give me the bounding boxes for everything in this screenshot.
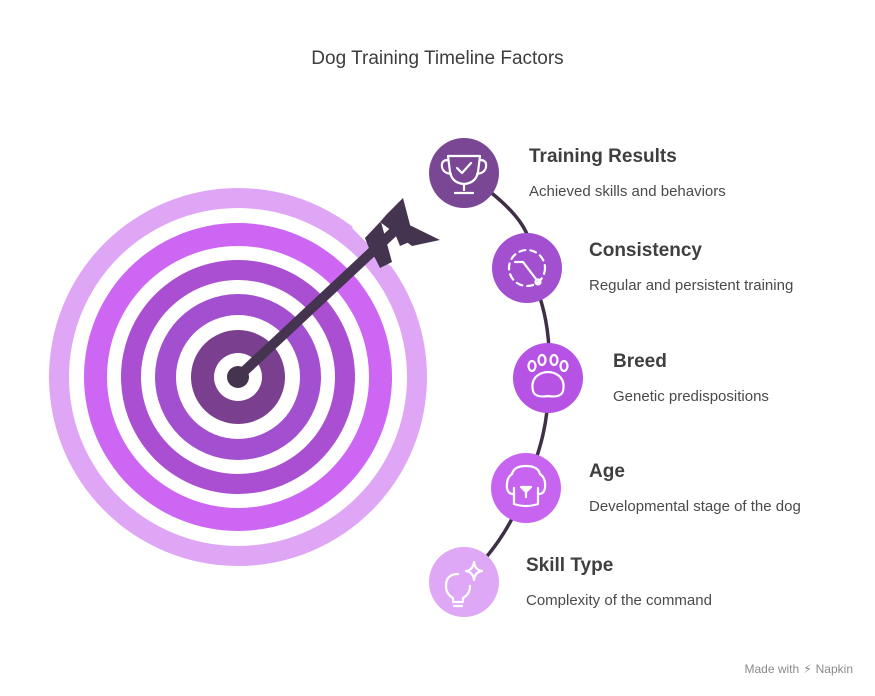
item-consistency — [492, 233, 562, 303]
watermark-brand: Napkin — [815, 662, 853, 676]
dog-face-icon — [505, 464, 547, 508]
item-title-consistency: Consistency — [589, 240, 702, 261]
arrow-tip — [227, 366, 249, 388]
item-title-age: Age — [589, 461, 625, 482]
item-desc-breed: Genetic predispositions — [613, 388, 769, 405]
trophy-icon — [440, 154, 488, 195]
watermark-prefix: Made with — [744, 662, 800, 676]
item-circle — [429, 547, 499, 617]
item-desc-age: Developmental stage of the dog — [589, 498, 801, 515]
item-title-breed: Breed — [613, 351, 667, 372]
item-training-results — [429, 138, 499, 208]
item-circle — [513, 343, 583, 413]
watermark: Made with ⚡ Napkin — [745, 662, 854, 676]
item-title-training-results: Training Results — [529, 146, 677, 167]
item-desc-training-results: Achieved skills and behaviors — [529, 183, 726, 200]
page-title: Dog Training Timeline Factors — [311, 48, 564, 69]
dashed-gauge-icon — [507, 248, 547, 288]
item-desc-skill-type: Complexity of the command — [526, 592, 712, 609]
item-title-skill-type: Skill Type — [526, 555, 614, 576]
napkin-logo-icon: ⚡ — [803, 662, 812, 676]
paw-icon — [527, 353, 569, 398]
item-age — [491, 453, 561, 523]
item-desc-consistency: Regular and persistent training — [589, 277, 794, 294]
arrow-fletch-4 — [365, 222, 384, 262]
lightbulb-sparkle-icon — [444, 560, 484, 608]
arrow — [227, 198, 440, 388]
item-skill-type — [429, 547, 499, 617]
item-circle — [429, 138, 499, 208]
arrow-fletch-3 — [380, 214, 440, 246]
item-breed — [513, 343, 583, 413]
